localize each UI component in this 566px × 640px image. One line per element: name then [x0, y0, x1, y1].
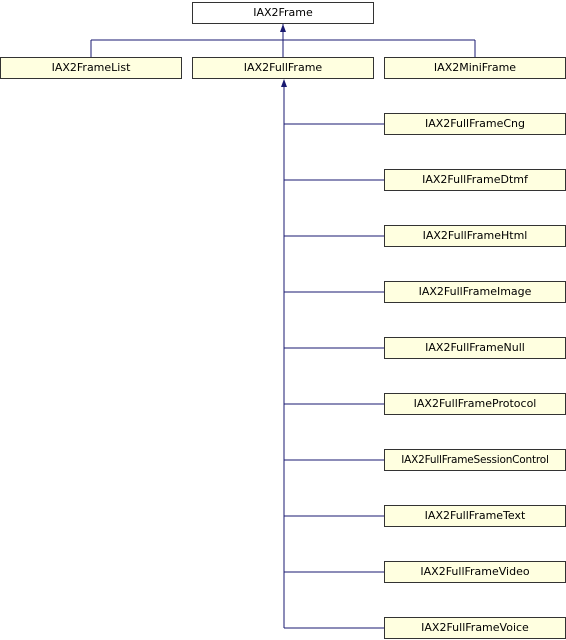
node-iax2fullframevoice[interactable]: IAX2FullFrameVoice — [384, 617, 566, 639]
arrowhead-to-fullframe — [281, 79, 287, 87]
node-iax2fullframevideo[interactable]: IAX2FullFrameVideo — [384, 561, 566, 583]
node-iax2fullframesessioncontrol[interactable]: IAX2FullFrameSessionControl — [384, 449, 566, 471]
node-iax2fullframe[interactable]: IAX2FullFrame — [192, 57, 374, 79]
node-iax2fullframeprotocol[interactable]: IAX2FullFrameProtocol — [384, 393, 566, 415]
node-iax2fullframecng[interactable]: IAX2FullFrameCng — [384, 113, 566, 135]
node-iax2framelist[interactable]: IAX2FrameList — [0, 57, 182, 79]
node-iax2fullframehtml[interactable]: IAX2FullFrameHtml — [384, 225, 566, 247]
node-iax2frame[interactable]: IAX2Frame — [192, 2, 374, 24]
node-iax2fullframetext[interactable]: IAX2FullFrameText — [384, 505, 566, 527]
node-iax2fullframenull[interactable]: IAX2FullFrameNull — [384, 337, 566, 359]
node-iax2fullframedtmf[interactable]: IAX2FullFrameDtmf — [384, 169, 566, 191]
node-iax2fullframeimage[interactable]: IAX2FullFrameImage — [384, 281, 566, 303]
arrowhead-to-root — [280, 24, 286, 32]
node-iax2miniframe[interactable]: IAX2MiniFrame — [384, 57, 566, 79]
